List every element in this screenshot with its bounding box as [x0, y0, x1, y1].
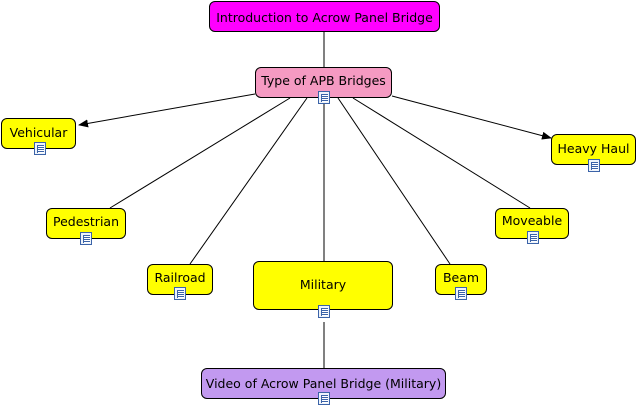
- moveable-node[interactable]: Moveable: [495, 208, 569, 244]
- heavy-haul-label: Heavy Haul: [557, 141, 630, 156]
- intro-label: Introduction to Acrow Panel Bridge: [216, 10, 433, 25]
- document-icon[interactable]: [318, 305, 330, 318]
- military-label: Military: [299, 277, 347, 292]
- link-types-moveable: [352, 97, 531, 209]
- railroad-node[interactable]: Railroad: [147, 264, 213, 300]
- document-icon[interactable]: [34, 142, 46, 155]
- railroad-label: Railroad: [154, 270, 206, 285]
- heavy-haul-node[interactable]: Heavy Haul: [551, 134, 636, 172]
- video-node[interactable]: Video of Acrow Panel Bridge (Military): [201, 368, 446, 405]
- military-node[interactable]: Military: [253, 261, 393, 318]
- vehicular-label: Vehicular: [9, 125, 68, 140]
- link-types-railroad: [189, 97, 308, 265]
- types-label: Type of APB Bridges: [261, 73, 386, 88]
- document-icon[interactable]: [455, 287, 467, 300]
- document-icon[interactable]: [80, 232, 92, 245]
- document-icon[interactable]: [318, 392, 330, 405]
- arrow-types-vehicular: [78, 93, 256, 128]
- vehicular-node[interactable]: Vehicular: [1, 118, 76, 155]
- document-icon[interactable]: [588, 159, 600, 172]
- arrow-types-heavy-haul: [391, 95, 552, 140]
- beam-node[interactable]: Beam: [435, 264, 487, 300]
- pedestrian-label: Pedestrian: [52, 214, 119, 229]
- pedestrian-node[interactable]: Pedestrian: [46, 208, 126, 245]
- link-types-beam: [337, 97, 451, 265]
- document-icon[interactable]: [318, 91, 330, 104]
- intro-node[interactable]: Introduction to Acrow Panel Bridge: [209, 1, 440, 32]
- beam-label: Beam: [442, 270, 480, 285]
- types-node[interactable]: Type of APB Bridges: [255, 67, 392, 104]
- document-icon[interactable]: [174, 287, 186, 300]
- document-icon[interactable]: [527, 231, 539, 244]
- moveable-label: Moveable: [501, 213, 563, 228]
- link-types-pedestrian: [109, 97, 291, 209]
- video-label: Video of Acrow Panel Bridge (Military): [205, 376, 442, 391]
